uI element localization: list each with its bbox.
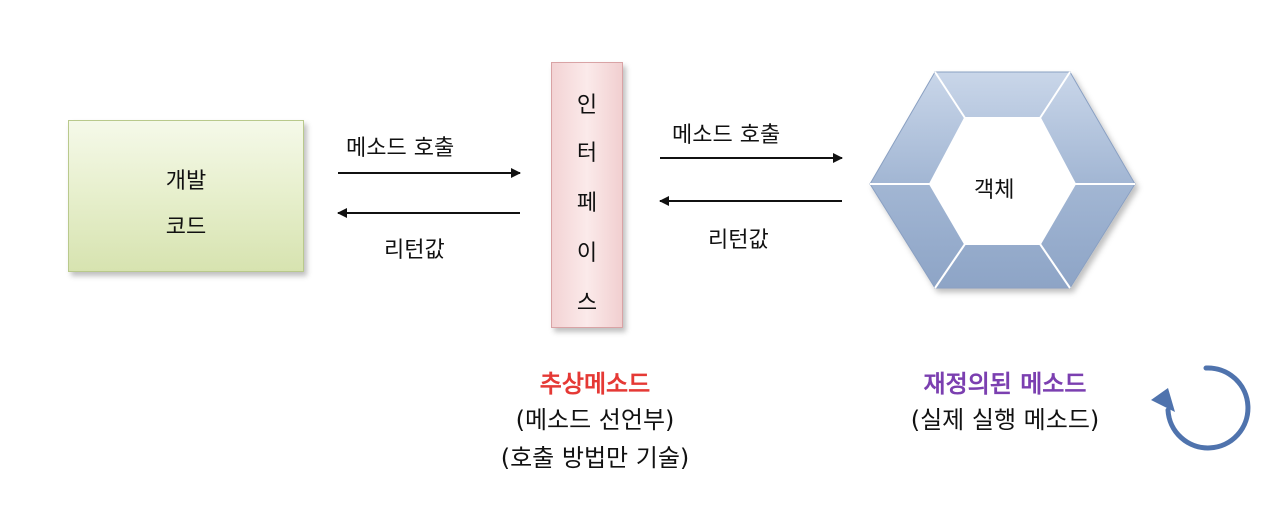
- object-hexagon: [869, 71, 1136, 289]
- right-return-label: 리턴값: [708, 228, 769, 253]
- interface-char: 이: [576, 241, 598, 266]
- override-method-title: 재정의된 메소드: [923, 370, 1087, 398]
- abstract-method-line2: (호출 방법만 기술): [500, 444, 690, 472]
- right-call-label: 메소드 호출: [672, 123, 781, 148]
- object-label: 객체: [974, 178, 1015, 203]
- left-call-label: 메소드 호출: [346, 136, 455, 161]
- abstract-method-title: 추상메소드: [539, 370, 651, 398]
- dev-code-line1: 개발: [165, 169, 207, 194]
- override-method-line1: (실제 실행 메소드): [910, 406, 1100, 434]
- interface-char: 터: [576, 141, 598, 166]
- left-return-label: 리턴값: [384, 238, 445, 263]
- interface-char: 인: [576, 93, 598, 118]
- interface-box: 인 터 페 이 스: [551, 62, 623, 328]
- abstract-method-line1: (메소드 선언부): [515, 406, 675, 434]
- dev-code-box: 개발 코드: [68, 120, 304, 272]
- interface-char: 페: [576, 191, 598, 216]
- circular-arrow-icon: [1151, 365, 1251, 451]
- interface-char: 스: [576, 291, 598, 316]
- dev-code-line2: 코드: [165, 215, 207, 240]
